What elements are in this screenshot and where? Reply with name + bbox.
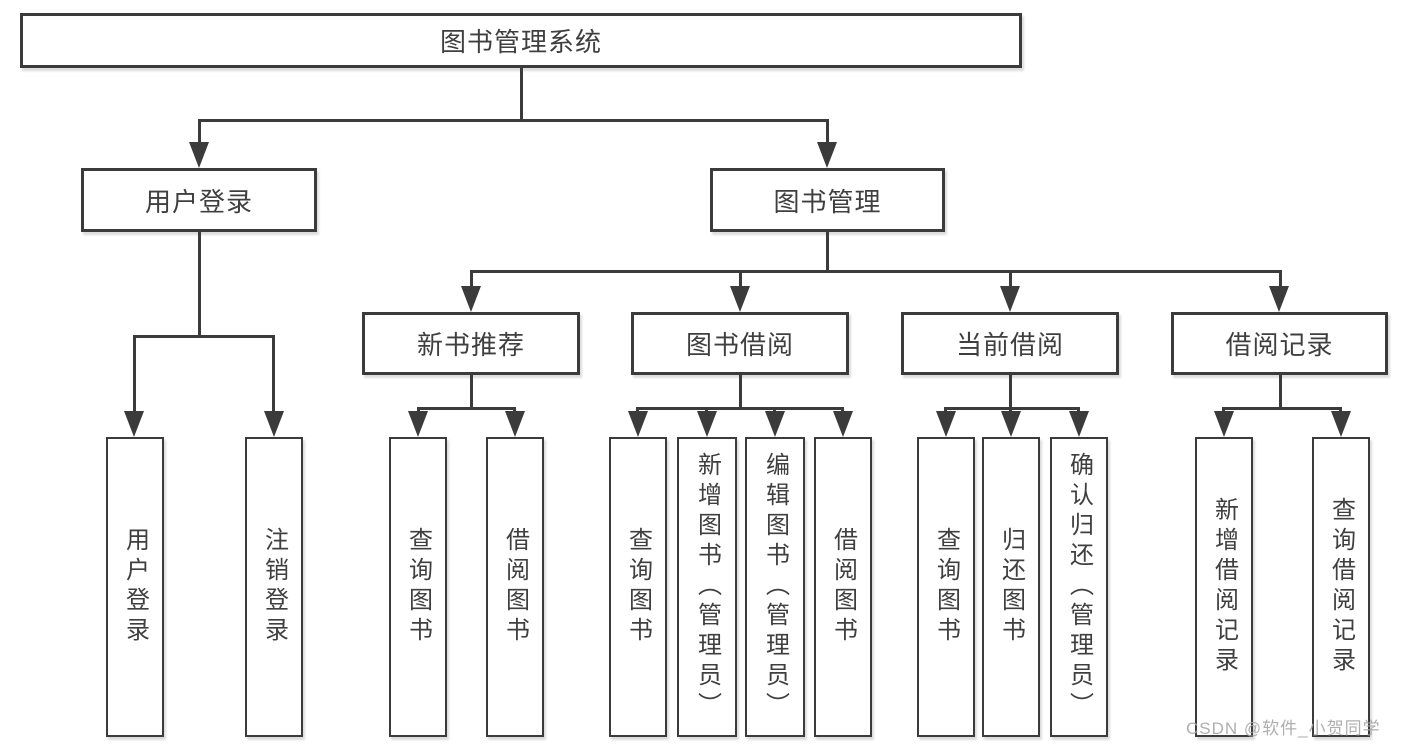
leaf-bb-query-book: 查询图书: [609, 437, 667, 737]
leaf-logout-label: 注销登录: [260, 527, 288, 647]
connector-leaf-stem: [705, 407, 708, 413]
leaf-user-login-label: 用户登录: [121, 527, 149, 647]
connector-branch-stem: [1279, 270, 1282, 286]
arrow-down-icon: [628, 411, 648, 437]
connector-cb-down: [1009, 374, 1012, 407]
connector-br-split: [1223, 407, 1342, 410]
arrow-down-icon: [833, 411, 853, 437]
connector-root-stem: [520, 66, 523, 119]
connector-user-login-down: [198, 231, 201, 335]
arrow-down-icon: [730, 286, 750, 312]
leaf-nbr-query-book: 查询图书: [389, 437, 447, 737]
connector-branch-stem: [739, 270, 742, 286]
leaf-logout: 注销登录: [245, 437, 303, 737]
node-new-book-recommend: 新书推荐: [362, 312, 580, 375]
connector-user-login-stem: [198, 119, 201, 142]
arrow-down-icon: [1214, 411, 1234, 437]
arrow-down-icon: [1000, 286, 1020, 312]
leaf-user-login: 用户登录: [106, 437, 164, 737]
arrow-down-icon: [189, 142, 209, 168]
node-book-borrow: 图书借阅: [631, 312, 849, 375]
arrow-down-icon: [408, 411, 428, 437]
leaf-nbr-borrow-book-label: 借阅图书: [501, 527, 529, 647]
leaf-cb-query-book: 查询图书: [917, 437, 975, 737]
connector-book-mgmt-stem: [826, 119, 829, 142]
node-borrow-record-label: 借阅记录: [1225, 330, 1334, 360]
connector-nbr-down: [470, 374, 473, 407]
node-book-management-label: 图书管理: [773, 186, 882, 217]
arrow-down-icon: [936, 411, 956, 437]
node-book-borrow-label: 图书借阅: [685, 330, 794, 360]
connector-leaf-stem: [1222, 407, 1225, 413]
arrow-down-icon: [817, 142, 837, 168]
leaf-br-query-record-label: 查询借阅记录: [1327, 497, 1355, 677]
leaf-cb-confirm-return-label: 确认归还（管理员）: [1065, 452, 1093, 722]
arrow-down-icon: [1331, 411, 1351, 437]
leaf-nbr-query-book-label: 查询图书: [404, 527, 432, 647]
leaf-bb-add-book: 新增图书（管理员）: [677, 437, 737, 737]
leaf-bb-query-book-label: 查询图书: [624, 527, 652, 647]
connector-bb-split: [637, 407, 844, 410]
connector-book-mgmt-split: [470, 270, 1281, 273]
connector-leaf-stem: [133, 335, 136, 411]
connector-root-split: [198, 119, 829, 122]
leaf-bb-borrow-book-label: 借阅图书: [829, 527, 857, 647]
node-root: 图书管理系统: [20, 13, 1022, 68]
leaf-cb-confirm-return: 确认归还（管理员）: [1050, 437, 1108, 737]
connector-branch-stem: [470, 270, 473, 286]
connector-leaf-stem: [1339, 407, 1342, 413]
leaf-nbr-borrow-book: 借阅图书: [486, 437, 544, 737]
node-new-book-recommend-label: 新书推荐: [416, 330, 525, 360]
leaf-br-query-record: 查询借阅记录: [1312, 437, 1370, 737]
connector-leaf-stem: [944, 407, 947, 413]
node-current-borrow: 当前借阅: [901, 312, 1119, 375]
connector-leaf-stem: [1009, 407, 1012, 413]
arrow-down-icon: [1069, 411, 1089, 437]
leaf-bb-borrow-book: 借阅图书: [814, 437, 872, 737]
node-book-management: 图书管理: [710, 168, 945, 232]
node-user-login-label: 用户登录: [144, 186, 253, 217]
leaf-br-add-record: 新增借阅记录: [1195, 437, 1253, 737]
connector-nbr-split: [417, 407, 516, 410]
connector-bb-down: [739, 374, 742, 407]
connector-branch-stem: [1009, 270, 1012, 286]
node-current-borrow-label: 当前借阅: [955, 330, 1064, 360]
connector-cb-split: [945, 407, 1080, 410]
leaf-bb-edit-book: 编辑图书（管理员）: [745, 437, 805, 737]
node-borrow-record: 借阅记录: [1171, 312, 1388, 375]
connector-leaf-stem: [513, 407, 516, 413]
connector-user-login-split: [133, 335, 275, 338]
arrow-down-icon: [124, 411, 144, 437]
connector-leaf-stem: [1077, 407, 1080, 413]
leaf-bb-add-book-label: 新增图书（管理员）: [693, 452, 721, 722]
leaf-br-add-record-label: 新增借阅记录: [1210, 497, 1238, 677]
arrow-down-icon: [1269, 286, 1289, 312]
node-user-login: 用户登录: [81, 168, 317, 232]
connector-leaf-stem: [773, 407, 776, 413]
connector-book-mgmt-down: [826, 231, 829, 270]
connector-leaf-stem: [417, 407, 420, 413]
leaf-cb-return-book-label: 归还图书: [997, 527, 1025, 647]
connector-leaf-stem: [841, 407, 844, 413]
csdn-watermark: CSDN @软件_小贺同学: [1186, 719, 1381, 738]
arrow-down-icon: [461, 286, 481, 312]
leaf-bb-edit-book-label: 编辑图书（管理员）: [761, 452, 789, 722]
arrow-down-icon: [505, 411, 525, 437]
connector-leaf-stem: [272, 335, 275, 411]
leaf-cb-return-book: 归还图书: [982, 437, 1040, 737]
leaf-cb-query-book-label: 查询图书: [932, 527, 960, 647]
connector-br-down: [1279, 374, 1282, 407]
arrow-down-icon: [697, 411, 717, 437]
arrow-down-icon: [264, 411, 284, 437]
connector-leaf-stem: [636, 407, 639, 413]
node-root-label: 图书管理系统: [439, 27, 602, 57]
arrow-down-icon: [765, 411, 785, 437]
arrow-down-icon: [1001, 411, 1021, 437]
